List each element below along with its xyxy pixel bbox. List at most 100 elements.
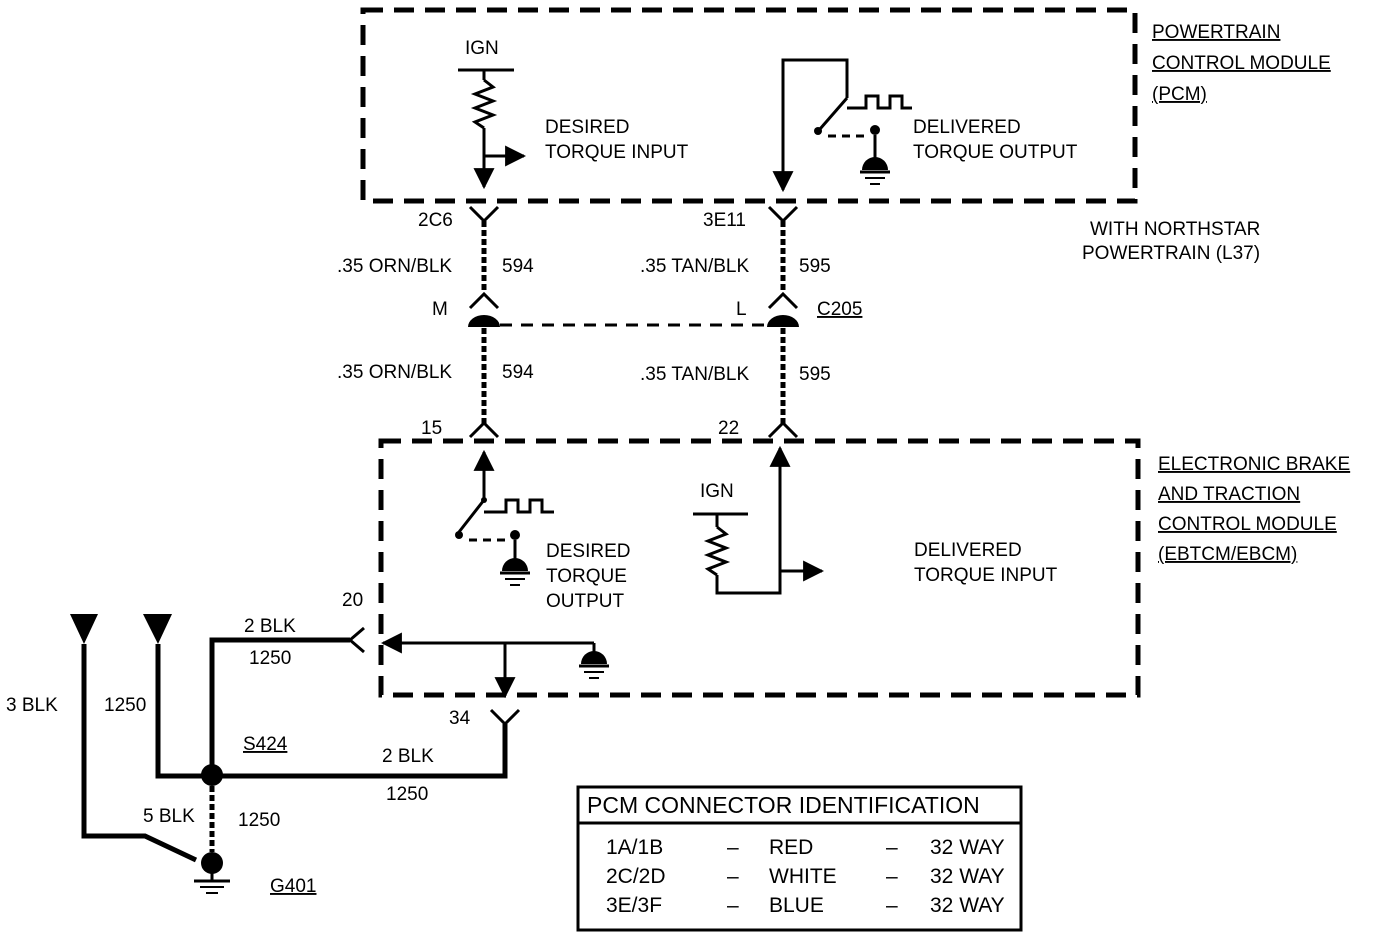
svg-text:–: – [886, 894, 898, 917]
svg-text:POWERTRAIN (L37): POWERTRAIN (L37) [1082, 243, 1260, 264]
pcm-desired-torque-input-label: DESIRED TORQUE INPUT [545, 117, 689, 163]
pcm-terminal-3e11 [767, 205, 799, 224]
svg-text:5 BLK: 5 BLK [143, 806, 195, 827]
svg-text:DESIRED: DESIRED [545, 117, 629, 138]
svg-text:.35 ORN/BLK: .35 ORN/BLK [337, 362, 452, 383]
svg-text:–: – [727, 836, 739, 859]
svg-text:2C/2D: 2C/2D [606, 865, 666, 888]
svg-text:WITH NORTHSTAR: WITH NORTHSTAR [1090, 219, 1260, 240]
svg-text:S424: S424 [243, 734, 288, 755]
ebtcm-terminal-22 [767, 420, 799, 439]
svg-text:DESIRED: DESIRED [546, 541, 630, 562]
svg-text:RED: RED [769, 836, 813, 859]
wire-3blk-offpage: 3 BLK [6, 614, 198, 863]
svg-text:CONTROL MODULE: CONTROL MODULE [1152, 53, 1331, 74]
pcm-connector-table: PCM CONNECTOR IDENTIFICATION 1A/1B – RED… [576, 785, 1023, 932]
ebtcm-terminal-34 [489, 708, 521, 727]
svg-text:TORQUE OUTPUT: TORQUE OUTPUT [913, 142, 1078, 163]
svg-text:1250: 1250 [386, 784, 428, 805]
ebtcm-ign-label: IGN [700, 481, 734, 502]
svg-text:(PCM): (PCM) [1152, 84, 1207, 105]
variant-note: WITH NORTHSTAR POWERTRAIN (L37) [1082, 219, 1260, 264]
ebtcm-internal-ground [380, 632, 609, 699]
svg-text:TORQUE INPUT: TORQUE INPUT [914, 565, 1058, 586]
ebtcm-terminal-20 [347, 626, 365, 654]
svg-text:ELECTRONIC BRAKE: ELECTRONIC BRAKE [1158, 454, 1350, 475]
svg-text:594: 594 [502, 256, 534, 277]
svg-text:AND TRACTION: AND TRACTION [1158, 484, 1300, 505]
svg-text:DELIVERED: DELIVERED [914, 540, 1022, 561]
pcm-output-driver [772, 58, 912, 193]
svg-text:TORQUE INPUT: TORQUE INPUT [545, 142, 689, 163]
pcm-terminal-2c6 [468, 205, 500, 224]
svg-text:BLUE: BLUE [769, 894, 824, 917]
svg-text:2 BLK: 2 BLK [244, 616, 296, 637]
svg-text:595: 595 [799, 364, 831, 385]
svg-text:2 BLK: 2 BLK [382, 746, 434, 767]
svg-text:C205: C205 [817, 299, 862, 320]
svg-text:1250: 1250 [238, 810, 280, 831]
svg-text:594: 594 [502, 362, 534, 383]
svg-text:32 WAY: 32 WAY [930, 836, 1005, 859]
splice-s424: S424 [201, 734, 288, 786]
svg-text:–: – [727, 865, 739, 888]
pcm-ign-label: IGN [465, 38, 499, 59]
connector-c205: M L C205 [432, 291, 862, 327]
svg-text:–: – [886, 836, 898, 859]
svg-text:(EBTCM/EBCM): (EBTCM/EBCM) [1158, 544, 1297, 565]
svg-text:DELIVERED: DELIVERED [913, 117, 1021, 138]
svg-text:.35 TAN/BLK: .35 TAN/BLK [640, 256, 749, 277]
wire-2blk-pin20: 2 BLK 1250 [209, 616, 350, 773]
svg-text:3 BLK: 3 BLK [6, 695, 58, 716]
wire-594-upper: .35 ORN/BLK 594 [337, 221, 534, 292]
ebtcm-pin-20: 20 [342, 590, 363, 611]
svg-text:M: M [432, 299, 448, 320]
svg-text:595: 595 [799, 256, 831, 277]
svg-text:CONTROL MODULE: CONTROL MODULE [1158, 514, 1337, 535]
pcm-pullup-resistor [470, 70, 527, 190]
wire-594-lower: .35 ORN/BLK 594 [337, 328, 534, 425]
ebtcm-desired-torque-output-label: DESIRED TORQUE OUTPUT [546, 541, 630, 612]
svg-text:G401: G401 [270, 876, 316, 897]
svg-text:OUTPUT: OUTPUT [546, 591, 625, 612]
svg-text:WHITE: WHITE [769, 865, 837, 888]
ebtcm-delivered-torque-input-label: DELIVERED TORQUE INPUT [914, 540, 1058, 586]
wire-1250-offpage: 1250 [104, 614, 212, 779]
wire-595-upper: .35 TAN/BLK 595 [640, 221, 831, 292]
svg-text:TORQUE: TORQUE [546, 566, 627, 587]
svg-text:POWERTRAIN: POWERTRAIN [1152, 22, 1280, 43]
svg-text:L: L [736, 299, 747, 320]
svg-text:1250: 1250 [104, 695, 146, 716]
pcm-module-box [360, 7, 1138, 204]
svg-text:.35 TAN/BLK: .35 TAN/BLK [640, 364, 749, 385]
pcm-pin-2c6: 2C6 [418, 210, 453, 231]
ebtcm-pin-15: 15 [421, 418, 442, 439]
pcm-title: POWERTRAIN CONTROL MODULE (PCM) [1152, 22, 1331, 105]
svg-text:–: – [886, 865, 898, 888]
ebtcm-output-driver [455, 449, 554, 586]
wire-5blk: 5 BLK 1250 [143, 786, 280, 852]
table-row: 3E/3F – BLUE – 32 WAY [606, 894, 1005, 917]
pcm-pin-3e11: 3E11 [703, 210, 746, 231]
table-title: PCM CONNECTOR IDENTIFICATION [587, 792, 980, 818]
table-row: 1A/1B – RED – 32 WAY [606, 836, 1005, 859]
ground-g401: G401 [194, 852, 316, 897]
svg-text:32 WAY: 32 WAY [930, 865, 1005, 888]
svg-text:1250: 1250 [249, 648, 291, 669]
svg-text:1A/1B: 1A/1B [606, 836, 663, 859]
ebtcm-title: ELECTRONIC BRAKE AND TRACTION CONTROL MO… [1158, 454, 1350, 565]
wire-2blk-pin34: 2 BLK 1250 [212, 724, 508, 805]
table-row: 2C/2D – WHITE – 32 WAY [606, 865, 1005, 888]
ebtcm-terminal-15 [468, 420, 500, 439]
svg-text:–: – [727, 894, 739, 917]
ebtcm-pin-22: 22 [718, 418, 739, 439]
ebtcm-pullup-resistor [703, 445, 825, 595]
wire-595-lower: .35 TAN/BLK 595 [640, 328, 831, 425]
ebtcm-pin-34: 34 [449, 708, 471, 729]
svg-text:.35 ORN/BLK: .35 ORN/BLK [337, 256, 452, 277]
pcm-delivered-torque-output-label: DELIVERED TORQUE OUTPUT [913, 117, 1078, 163]
ebtcm-module-box [378, 438, 1141, 698]
svg-text:3E/3F: 3E/3F [606, 894, 662, 917]
